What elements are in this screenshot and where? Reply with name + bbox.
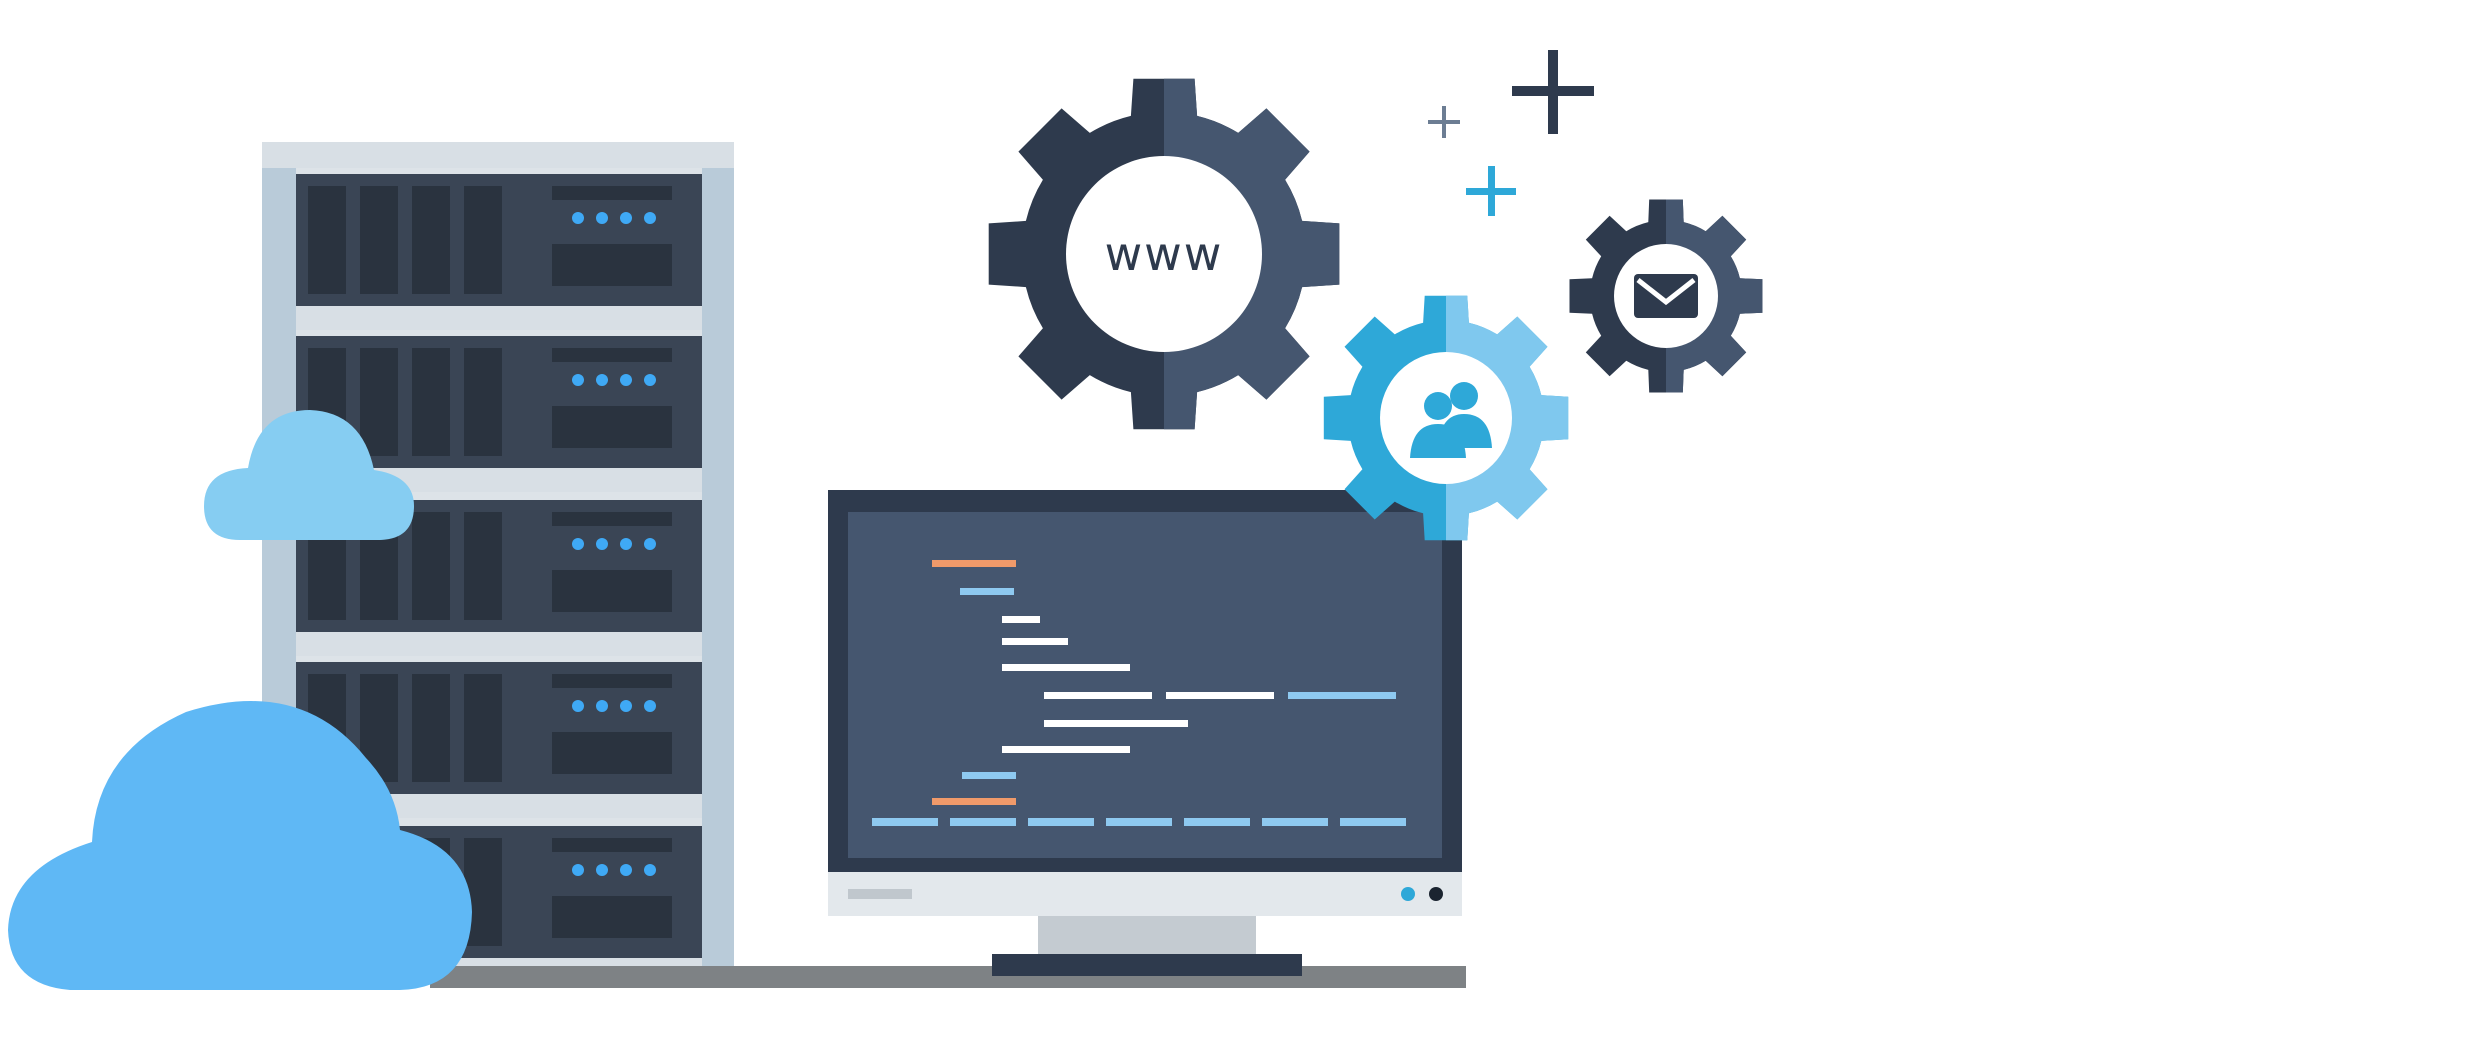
server-status-led [572, 212, 584, 224]
code-line [932, 798, 1016, 805]
mail-icon [1634, 274, 1698, 318]
users-icon [1410, 382, 1492, 458]
gear-big-center [1066, 156, 1262, 352]
users-gear-icon [1323, 295, 1569, 541]
server-unit [296, 662, 702, 818]
server-status-led [596, 212, 608, 224]
code-line [1106, 818, 1172, 826]
monitor-neck [1038, 916, 1256, 956]
server-status-led [644, 374, 656, 386]
code-line [962, 772, 1016, 779]
code-line [1340, 818, 1406, 826]
plus-icon [1512, 50, 1594, 134]
plus-icon [1466, 166, 1516, 216]
server-status-led [572, 374, 584, 386]
desk-surface [430, 966, 1466, 988]
mail-gear-icon [1569, 199, 1763, 393]
server-status-led [620, 700, 632, 712]
code-line [872, 818, 938, 826]
server-status-led [596, 374, 608, 386]
monitor-chin [828, 872, 1462, 916]
code-line [1028, 818, 1094, 826]
code-line [960, 588, 1014, 595]
server-status-led [572, 538, 584, 550]
server-status-led [620, 374, 632, 386]
monitor-power-button [1429, 887, 1443, 901]
gear-users-center [1380, 352, 1512, 484]
cloud-small [204, 410, 414, 540]
gear-www-label: www [1105, 227, 1224, 281]
server-status-led [572, 864, 584, 876]
code-line [1166, 692, 1274, 699]
server-status-led [596, 700, 608, 712]
monitor-icon [828, 490, 1462, 976]
code-line [1184, 818, 1250, 826]
server-status-led [596, 864, 608, 876]
server-status-led [620, 538, 632, 550]
code-line [1288, 692, 1396, 699]
server-status-led [644, 212, 656, 224]
cloud-icon [8, 701, 472, 990]
cloud-icon [204, 410, 414, 540]
monitor-led-blue [1401, 887, 1415, 901]
code-line [1002, 664, 1130, 671]
monitor-base [992, 954, 1302, 976]
code-line [950, 818, 1016, 826]
server-status-led [644, 864, 656, 876]
server-unit [296, 500, 702, 656]
globe-gear-icon: www [988, 78, 1340, 430]
code-line [1002, 746, 1130, 753]
code-line [1262, 818, 1328, 826]
server-status-led [620, 212, 632, 224]
code-line [1002, 638, 1068, 645]
rack-right-post [702, 142, 734, 978]
server-unit [296, 174, 702, 330]
code-line [932, 560, 1016, 567]
server-status-led [596, 538, 608, 550]
code-line [1044, 720, 1188, 727]
server-status-led [620, 864, 632, 876]
plus-icon [1428, 106, 1460, 138]
cloud-large [8, 701, 472, 990]
server-status-led [644, 538, 656, 550]
rack-top [262, 142, 734, 168]
monitor-chin-slot [848, 889, 912, 899]
code-line [1044, 692, 1152, 699]
code-line [1002, 616, 1040, 623]
server-status-led [572, 700, 584, 712]
server-status-led [644, 700, 656, 712]
